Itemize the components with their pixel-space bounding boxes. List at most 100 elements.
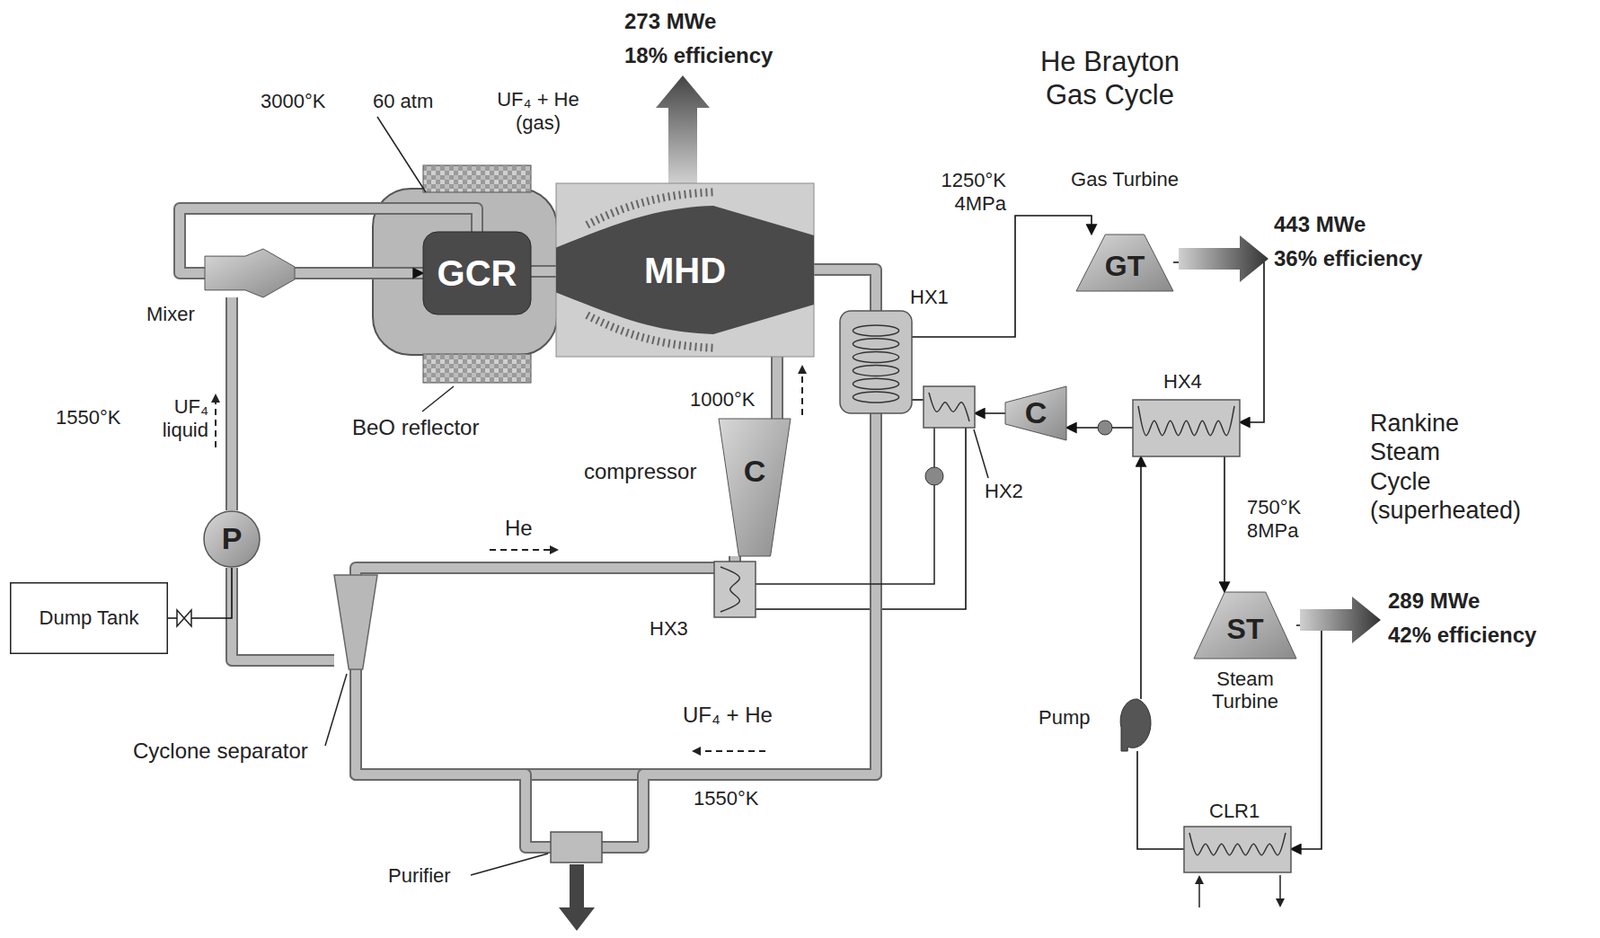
annotation: 36% efficiency [1273, 246, 1423, 273]
connector-path [1137, 751, 1185, 849]
node-caption: Pump [1038, 706, 1090, 729]
connector-path [974, 412, 1006, 415]
connector-path [730, 556, 740, 562]
annotation: 1000°K [689, 388, 755, 412]
connector-path [1223, 456, 1226, 593]
flow-line [755, 427, 966, 610]
flow-pipe [777, 356, 778, 419]
node-shape [550, 831, 602, 863]
gas-turbine: Gas TurbineGT [1076, 234, 1174, 292]
node-label: Dump Tank [39, 606, 140, 629]
leader-line [973, 429, 989, 478]
node-shape [423, 231, 531, 315]
flow-arrow [693, 750, 766, 752]
pipe-wall [355, 669, 551, 848]
pipe-wall [355, 413, 876, 775]
flow-pipe [294, 273, 424, 275]
connector-path [911, 398, 924, 401]
pipe-wall [728, 556, 742, 562]
power-output-arrow [1299, 596, 1381, 644]
heat-exchanger: HX4 [1132, 399, 1240, 457]
purifier-outline [550, 831, 602, 863]
leader-line [422, 386, 454, 412]
coolant-arrow [1198, 876, 1201, 908]
heat-exchanger-outline [923, 386, 975, 428]
node-shape [203, 511, 260, 567]
annotation: 289 MWe [1387, 588, 1480, 615]
flow-pipe [231, 567, 335, 661]
cooler-outline [1184, 826, 1291, 873]
annotation: UF₄ liquid [150, 395, 209, 443]
compressor: C [1005, 386, 1067, 441]
node-caption: HX2 [984, 479, 1024, 503]
purifier: Purifier [550, 831, 602, 863]
annotation: 60 atm [372, 89, 434, 114]
node-shape [923, 386, 975, 428]
heat-exchanger: HX1 [839, 310, 912, 414]
leader-line [377, 116, 426, 193]
node-caption: compressor [583, 459, 697, 485]
node-caption: HX1 [910, 285, 949, 309]
flow-line [911, 215, 1092, 337]
flow-line [974, 413, 1006, 415]
pump: Pump [1121, 698, 1154, 752]
flow-arrow [801, 366, 804, 416]
annotation: 273 MWe [624, 8, 717, 36]
heat-exchanger: HX2 [923, 386, 975, 428]
annotation: 18% efficiency [624, 43, 773, 70]
mixer-outline [204, 248, 295, 298]
node-shape [718, 418, 791, 557]
node-shape [556, 183, 814, 357]
connector-path [355, 413, 876, 775]
node-label: MHD [644, 249, 726, 292]
node-shape [839, 310, 912, 414]
annotation: He Brayton Gas Cycle [1013, 44, 1207, 112]
node-label: ST [1227, 612, 1265, 646]
flow-pipe [355, 567, 715, 575]
valve-symbol [1097, 420, 1113, 435]
node-caption: Steam Turbine [1200, 667, 1291, 714]
annotation: 3000°K [260, 89, 326, 114]
power-output-arrow [1178, 235, 1269, 283]
coolant-arrows [1199, 875, 1281, 908]
dump-tank: Dump Tank [9, 582, 168, 655]
flow-pipe [530, 271, 557, 273]
pipe-wall [770, 356, 784, 419]
flow-pipe [231, 297, 233, 511]
heat-exchanger-outline [839, 310, 912, 414]
node-caption: Purifier [388, 864, 451, 887]
node-shape [1184, 826, 1291, 873]
node-caption: HX3 [649, 617, 689, 640]
heat-exchanger: HX3 [714, 561, 756, 618]
heat-exchanger-outline [1132, 399, 1240, 457]
cyclone-separator-outline [334, 574, 378, 670]
flow-line [1173, 262, 1265, 423]
node-label: GCR [437, 252, 518, 294]
connector-path [355, 669, 551, 848]
connector-path [1173, 262, 1265, 423]
leader-lines [325, 116, 989, 876]
flow-line [1140, 456, 1142, 699]
node-label: P [221, 521, 243, 557]
annotation: 1550°K [693, 786, 759, 811]
flow-line [911, 399, 924, 401]
leader-line [470, 853, 549, 876]
flow-pipe [813, 269, 876, 311]
mhd-generator: MHD [556, 183, 814, 357]
flow-pipe [355, 413, 876, 775]
connector-path [772, 356, 782, 419]
annotation: UF₄ + He (gas) [485, 88, 592, 136]
coolant-arrow [1279, 875, 1282, 906]
flow-arrows [215, 366, 803, 752]
node-shape [1005, 386, 1067, 441]
node-shape [1132, 399, 1240, 457]
pipe-wall [225, 297, 239, 511]
leader-line [325, 673, 347, 746]
node-caption: Mixer [146, 302, 195, 326]
flow-arrow [489, 548, 557, 551]
annotation: 1250°K 4MPa [923, 168, 1007, 217]
annotation: Rankine Steam Cycle (superheated) [1370, 408, 1505, 526]
